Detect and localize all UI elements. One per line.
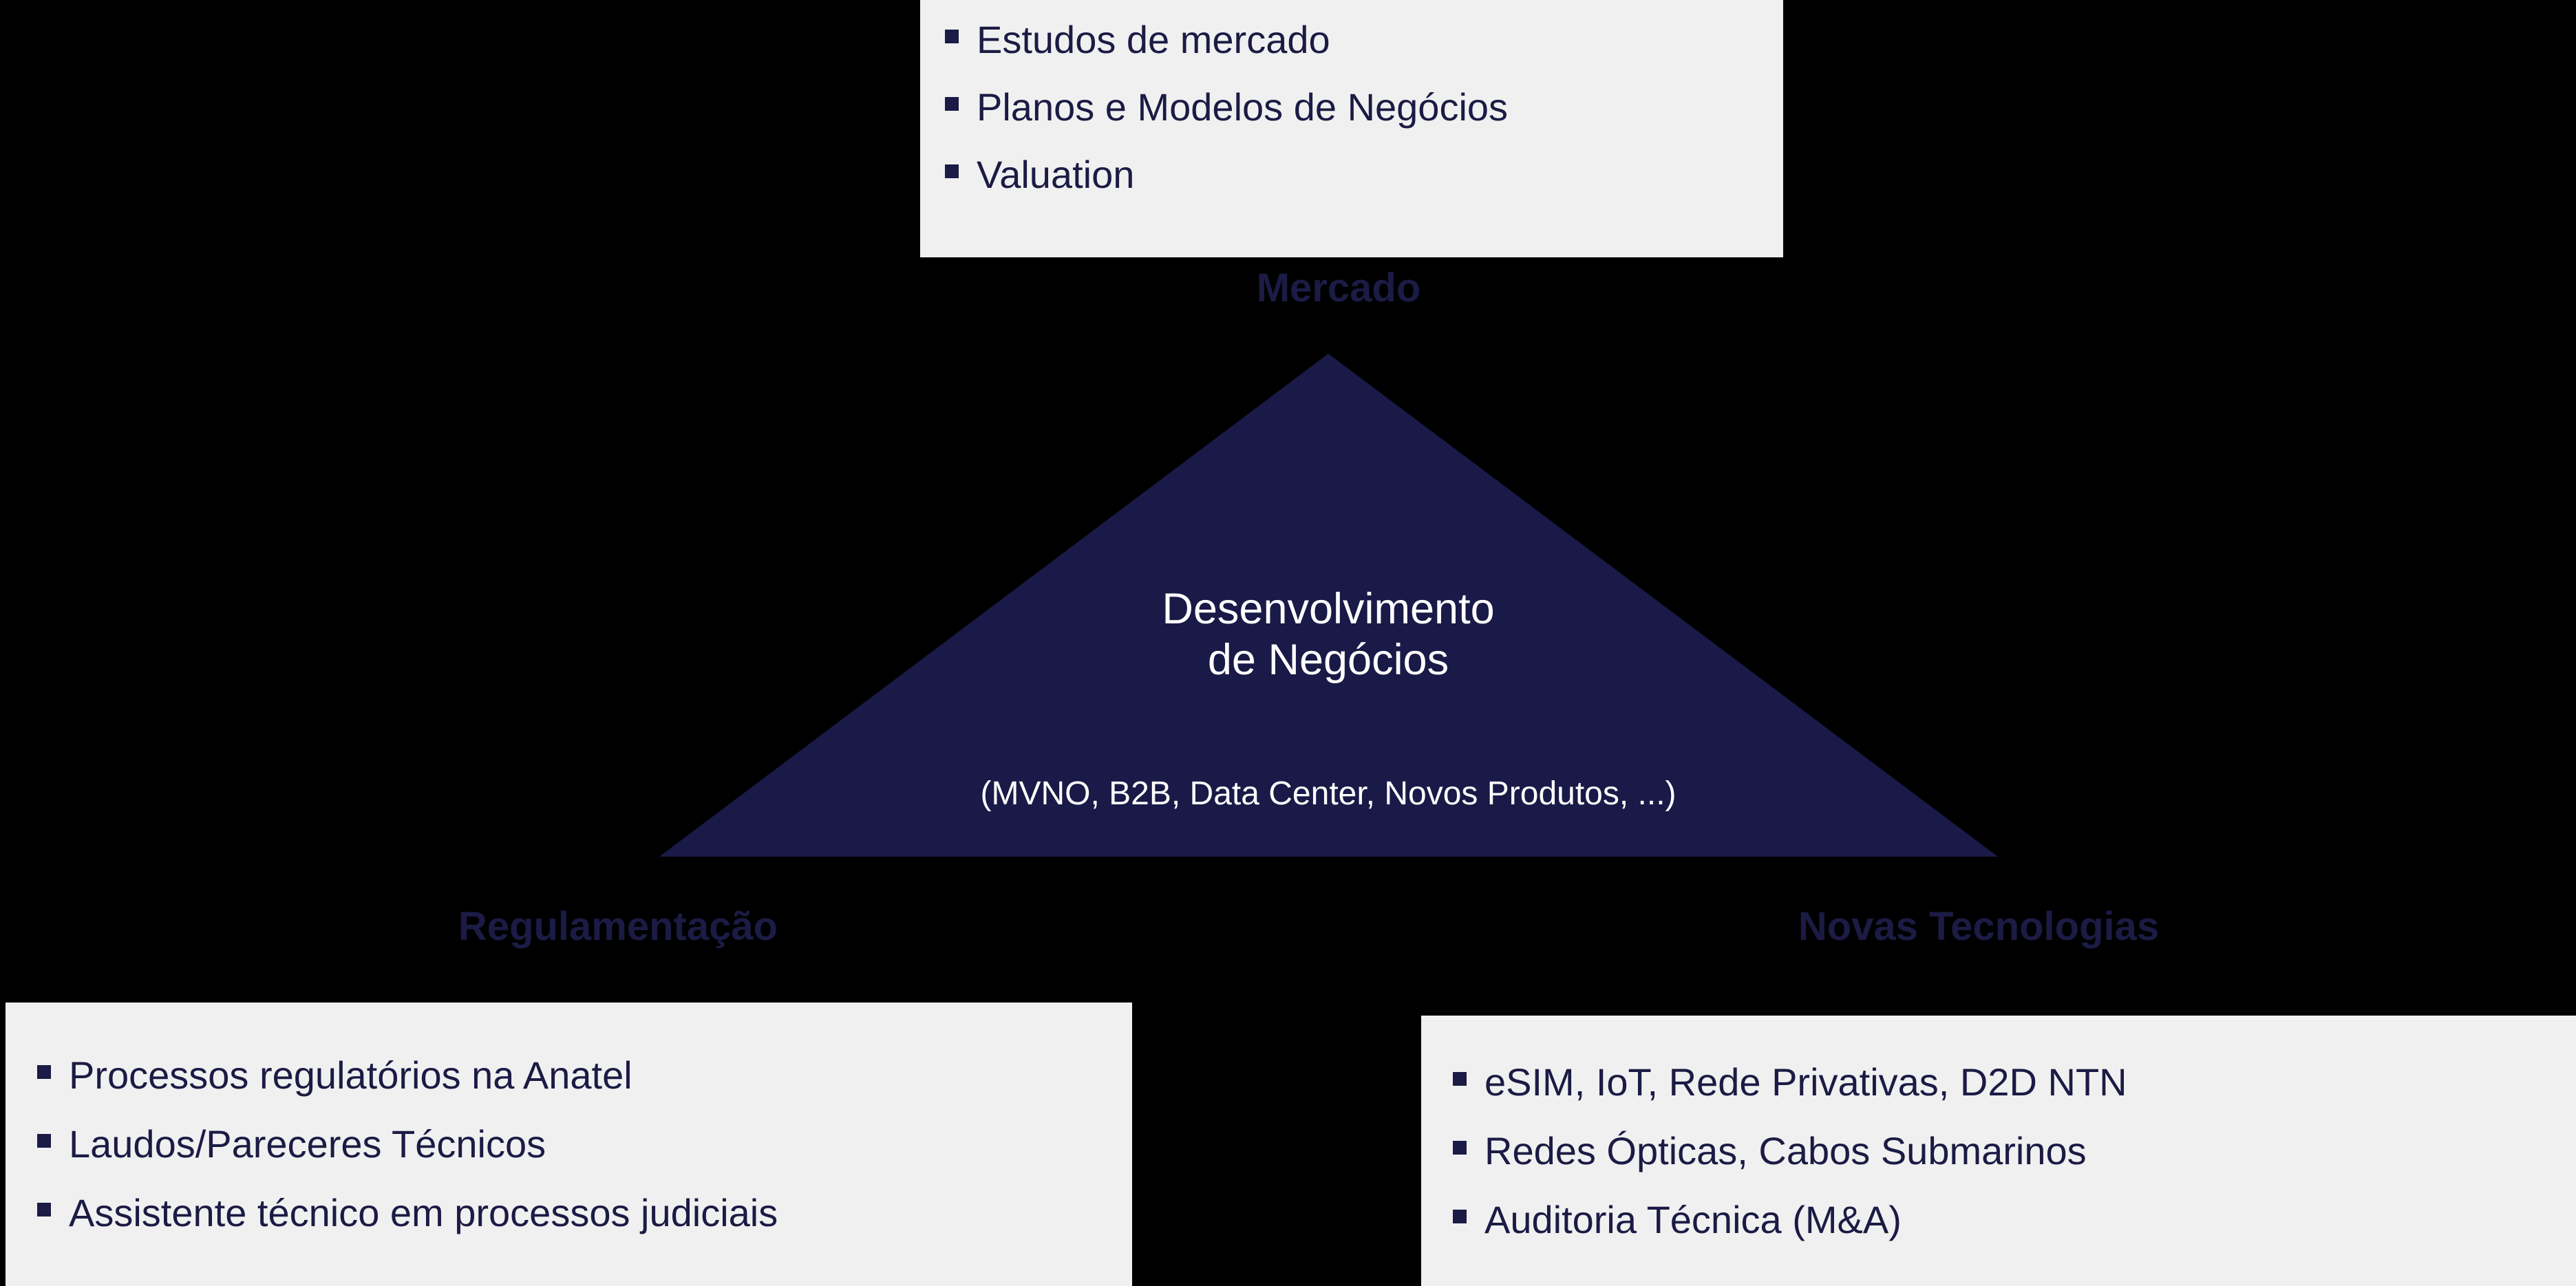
list-item: Valuation — [945, 156, 1783, 194]
square-bullet-icon — [945, 30, 959, 43]
list-item: Auditoria Técnica (M&A) — [1453, 1197, 2576, 1241]
list-item: Redes Ópticas, Cabos Submarinos — [1453, 1128, 2576, 1172]
info-box-regulamentacao: Processos regulatórios na Anatel Laudos/… — [6, 1003, 1132, 1286]
list-item-label: Processos regulatórios na Anatel — [69, 1053, 632, 1097]
list-item: Assistente técnico em processos judiciai… — [37, 1194, 1132, 1232]
list-item-label: Estudos de mercado — [977, 18, 1330, 61]
square-bullet-icon — [1453, 1140, 1467, 1155]
square-bullet-icon — [945, 164, 959, 178]
list-item: Estudos de mercado — [945, 21, 1783, 59]
list-item: eSIM, IoT, Rede Privativas, D2D NTN — [1453, 1060, 2576, 1104]
triangle-title-line-1: Desenvolvimento — [1162, 585, 1495, 633]
vertex-label-regulamentacao: Regulamentação — [458, 904, 778, 949]
list-item: Planos e Modelos de Negócios — [945, 88, 1783, 127]
square-bullet-icon — [1453, 1209, 1467, 1223]
triangle-title: Desenvolvimento de Negócios — [1162, 583, 1494, 686]
list-item: Processos regulatórios na Anatel — [37, 1056, 1132, 1095]
square-bullet-icon — [37, 1065, 51, 1079]
vertex-label-novas-tecnologias: Novas Tecnologias — [1798, 904, 2160, 949]
list-item-label: Redes Ópticas, Cabos Submarinos — [1484, 1128, 2087, 1172]
triangle-subtitle: (MVNO, B2B, Data Center, Novos Produtos,… — [980, 775, 1676, 812]
vertex-label-mercado: Mercado — [1256, 266, 1421, 310]
info-box-novas-tecnologias: eSIM, IoT, Rede Privativas, D2D NTN Rede… — [1421, 1016, 2576, 1286]
square-bullet-icon — [1453, 1071, 1467, 1086]
info-box-mercado: Estudos de mercado Planos e Modelos de N… — [920, 0, 1783, 257]
list-item-label: Valuation — [977, 153, 1135, 196]
list-item-label: Laudos/Pareceres Técnicos — [69, 1122, 546, 1166]
triangle-title-line-2: de Negócios — [1207, 636, 1449, 685]
list-item-label: Assistente técnico em processos judiciai… — [69, 1191, 778, 1234]
list-item-label: eSIM, IoT, Rede Privativas, D2D NTN — [1484, 1060, 2127, 1104]
square-bullet-icon — [37, 1134, 51, 1148]
square-bullet-icon — [37, 1203, 51, 1217]
square-bullet-icon — [945, 97, 959, 111]
list-item: Laudos/Pareceres Técnicos — [37, 1125, 1132, 1164]
list-item-label: Planos e Modelos de Negócios — [977, 85, 1509, 129]
list-item-label: Auditoria Técnica (M&A) — [1484, 1197, 1902, 1241]
